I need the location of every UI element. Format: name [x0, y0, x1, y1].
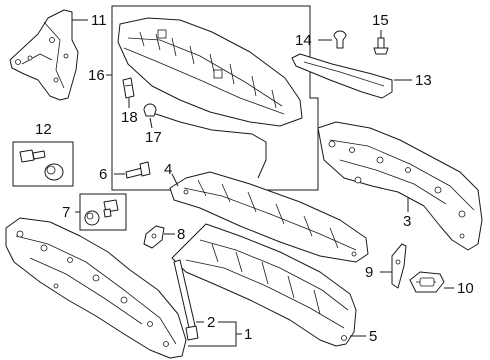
part-4-cowl-inner [169, 171, 369, 263]
part-3-dash-panel [317, 121, 483, 251]
group-box-12 [12, 141, 74, 187]
part-16-cowl-panel [117, 17, 303, 127]
part-11-panel-bracket [9, 9, 79, 101]
callout-12: 12 [35, 121, 52, 138]
part-12-nut [44, 163, 64, 181]
callout-11: 11 [91, 12, 107, 29]
part-5-lower-cowl [171, 223, 357, 347]
callout-8: 8 [177, 226, 185, 243]
part-17-washer-hose [149, 111, 267, 179]
group-box-7 [79, 193, 127, 231]
part-8-bracket [143, 225, 165, 249]
group-box-16 [111, 5, 319, 191]
callout-14: 14 [295, 32, 312, 49]
leader-17 [149, 117, 153, 129]
part-18-connector [122, 77, 135, 99]
part-12-bolt [19, 149, 46, 163]
part-13-side-seal [291, 53, 393, 99]
callout-17: 17 [145, 129, 162, 146]
lower-left-panel [5, 217, 187, 359]
part-6-bolt [125, 161, 151, 179]
part-10-grommet [409, 271, 445, 293]
callout-6: 6 [99, 166, 107, 183]
part-9-hinge-bracket [391, 243, 407, 289]
callout-4: 4 [164, 161, 172, 178]
part-14-push-clip [333, 30, 347, 49]
callout-2: 2 [207, 314, 215, 331]
callout-9: 9 [365, 264, 373, 281]
part-7-bolt [103, 199, 119, 218]
callout-16: 16 [88, 67, 105, 84]
part-17-hose-clip [143, 103, 157, 117]
callout-3: 3 [403, 213, 411, 230]
callout-7: 7 [62, 204, 70, 221]
callout-1: 1 [244, 326, 252, 343]
callout-18: 18 [121, 109, 138, 126]
leader-4 [171, 173, 179, 187]
callout-13: 13 [415, 72, 432, 89]
callout-10: 10 [457, 280, 474, 297]
part-2-support-rod [173, 259, 199, 341]
part-15-screw [373, 37, 389, 55]
leader-1-bracket [188, 321, 242, 347]
callout-15: 15 [372, 12, 389, 29]
part-7-bushing [84, 210, 100, 226]
callout-5: 5 [369, 328, 377, 345]
